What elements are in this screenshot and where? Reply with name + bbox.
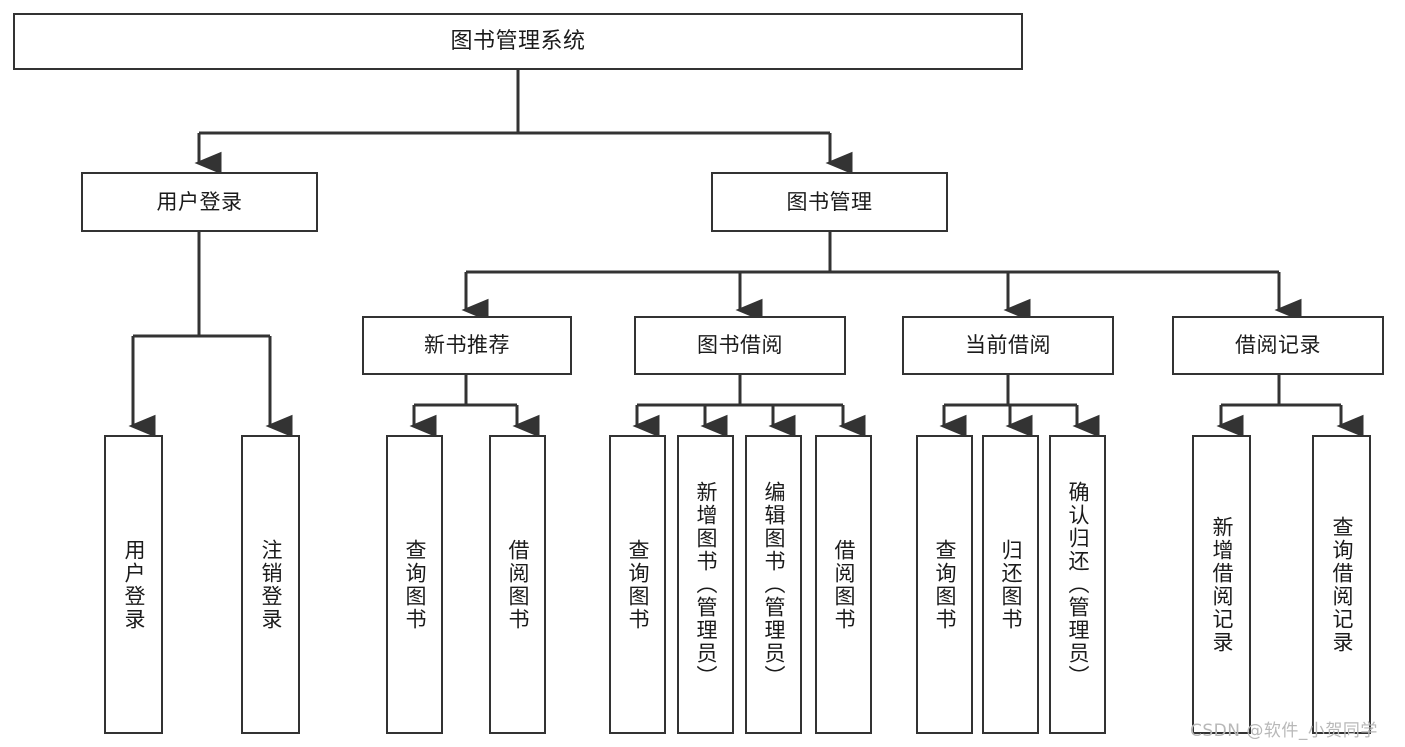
- node-label: 用户登录: [156, 189, 243, 214]
- node-label: 编辑图书（管理员）: [762, 481, 786, 688]
- leaf-new-book-query-book[interactable]: 查询图书: [386, 435, 443, 734]
- leaf-book-borrow-edit-book-admin[interactable]: 编辑图书（管理员）: [745, 435, 802, 734]
- node-label: 新增图书（管理员）: [694, 481, 718, 688]
- node-label: 图书管理: [786, 189, 873, 214]
- leaf-current-borrow-confirm-return-admin[interactable]: 确认归还（管理员）: [1049, 435, 1106, 734]
- node-book-management[interactable]: 图书管理: [711, 172, 948, 232]
- csdn-watermark: CSDN @软件_小贺同学: [1190, 721, 1378, 741]
- leaf-current-borrow-query-book[interactable]: 查询图书: [916, 435, 973, 734]
- node-label: 查询借阅记录: [1330, 515, 1354, 654]
- node-current-borrow[interactable]: 当前借阅: [902, 316, 1114, 375]
- leaf-borrow-record-add-record[interactable]: 新增借阅记录: [1192, 435, 1251, 734]
- node-label: 图书管理系统: [450, 28, 586, 54]
- leaf-book-borrow-borrow-book[interactable]: 借阅图书: [815, 435, 872, 734]
- node-label: 查询图书: [403, 538, 427, 631]
- node-label: 图书借阅: [697, 333, 783, 358]
- leaf-user-login-login[interactable]: 用户登录: [104, 435, 163, 734]
- node-label: 借阅图书: [832, 538, 856, 631]
- node-new-book-recommend[interactable]: 新书推荐: [362, 316, 572, 375]
- leaf-book-borrow-add-book-admin[interactable]: 新增图书（管理员）: [677, 435, 734, 734]
- node-root-system[interactable]: 图书管理系统: [13, 13, 1023, 70]
- leaf-user-login-logout[interactable]: 注销登录: [241, 435, 300, 734]
- node-label: 查询图书: [626, 538, 650, 631]
- node-label: 归还图书: [999, 538, 1023, 631]
- node-label: 确认归还（管理员）: [1066, 481, 1090, 688]
- node-label: 借阅图书: [506, 538, 530, 631]
- node-label: 当前借阅: [965, 333, 1051, 358]
- leaf-current-borrow-return-book[interactable]: 归还图书: [982, 435, 1039, 734]
- leaf-borrow-record-query-record[interactable]: 查询借阅记录: [1312, 435, 1371, 734]
- node-label: 查询图书: [933, 538, 957, 631]
- node-label: 借阅记录: [1235, 333, 1321, 358]
- node-book-borrow[interactable]: 图书借阅: [634, 316, 846, 375]
- node-label: 用户登录: [122, 538, 146, 631]
- node-user-login[interactable]: 用户登录: [81, 172, 318, 232]
- leaf-new-book-borrow-book[interactable]: 借阅图书: [489, 435, 546, 734]
- node-borrow-record[interactable]: 借阅记录: [1172, 316, 1384, 375]
- node-label: 新书推荐: [424, 333, 510, 358]
- node-label: 新增借阅记录: [1210, 515, 1234, 654]
- leaf-book-borrow-query-book[interactable]: 查询图书: [609, 435, 666, 734]
- node-label: 注销登录: [259, 538, 283, 631]
